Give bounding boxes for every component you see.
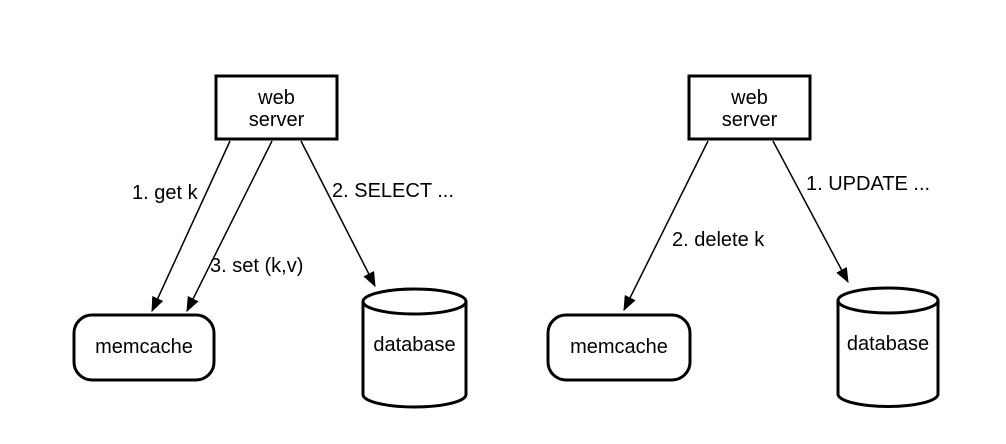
edge-label-delete-k: 2. delete k (672, 229, 765, 251)
edge-delete-k-arrow (623, 140, 709, 312)
web-server-label-line1: web (730, 87, 768, 109)
memcache-node (546, 313, 692, 382)
edge-label-select: 2. SELECT ... (332, 180, 454, 202)
memcache-label: memcache (570, 336, 668, 358)
web-server-node (214, 74, 339, 141)
edge-update-arrow (772, 140, 849, 284)
web-server-node (687, 74, 812, 141)
database-node: database (836, 286, 940, 408)
edge-select-arrow (300, 140, 376, 288)
edge-label-update: 1. UPDATE ... (806, 173, 930, 195)
database-label: database (373, 334, 455, 356)
edge-get-k-arrow (151, 140, 231, 313)
database-cylinder-top (836, 286, 940, 315)
database-cylinder-body (361, 301, 468, 409)
web-server-label-line2: server (249, 109, 305, 131)
database-cylinder-body (836, 300, 940, 408)
memcache-label: memcache (95, 336, 193, 358)
memcache-node (72, 313, 216, 382)
diagram-invalidation-path: 1. UPDATE ... 2. delete k web server mem… (546, 74, 940, 408)
edge-label-set-kv: 3. set (k,v) (210, 255, 303, 277)
edge-label-get-k: 1. get k (132, 182, 199, 204)
diagram-read-path: 1. get k 2. SELECT ... 3. set (k,v) web … (72, 74, 468, 409)
database-cylinder-top (361, 287, 468, 316)
edge-set-kv-arrow (186, 140, 273, 313)
database-label: database (847, 333, 929, 355)
database-node: database (361, 287, 468, 409)
web-server-label-line1: web (257, 87, 295, 109)
web-server-label-line2: server (722, 109, 778, 131)
